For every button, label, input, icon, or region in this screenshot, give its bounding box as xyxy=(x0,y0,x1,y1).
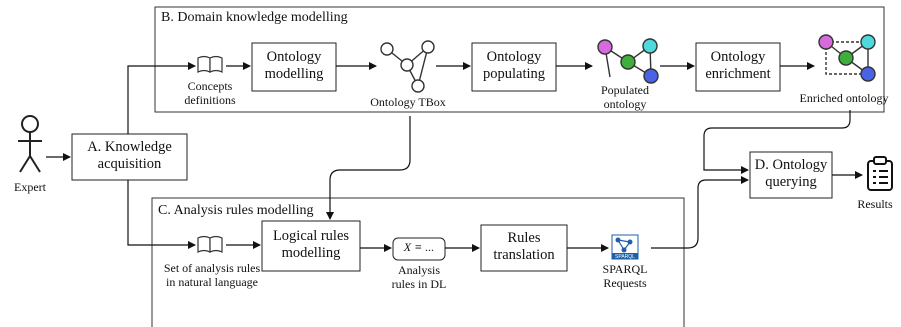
graph-icon xyxy=(380,40,435,93)
clipboard-icon xyxy=(867,156,893,191)
rules-translation-box xyxy=(480,224,568,272)
knowledge-acquisition-label: A. Knowledge acquisition xyxy=(87,139,172,172)
person-icon xyxy=(18,115,42,173)
ontology-populating-box xyxy=(471,42,557,92)
analysis-rules-natural-label: Set of analysis rules in natural languag… xyxy=(163,261,261,289)
ontology-modelling-label: Ontology modelling xyxy=(264,49,324,82)
sparql-logo-text: SPARQL xyxy=(615,254,635,260)
ontology-tbox-label: Ontology TBox xyxy=(370,95,446,109)
ontology-enrichment-box xyxy=(695,42,781,92)
logical-rules-modelling-box xyxy=(261,220,361,272)
expert-label: Expert xyxy=(14,180,46,194)
ontology-querying-box xyxy=(749,151,833,199)
sparql-requests-label: SPARQL Requests xyxy=(602,262,648,290)
connectors xyxy=(46,62,863,252)
concepts-definitions-label: Concepts definitions xyxy=(184,79,236,107)
logical-rules-modelling-label: Logical rules modelling xyxy=(272,228,350,261)
ontology-querying-label: D. Ontology querying xyxy=(754,157,828,190)
populated-graph-icon xyxy=(597,38,659,84)
ontology-modelling-box xyxy=(251,42,337,92)
book-icon xyxy=(197,55,223,73)
knowledge-acquisition-box xyxy=(71,133,188,181)
section-b-title: B. Domain knowledge modelling xyxy=(161,10,348,25)
analysis-rules-dl-label: Analysis rules in DL xyxy=(391,263,447,291)
ontology-enrichment-label: Ontology enrichment xyxy=(705,49,771,82)
populated-ontology-label: Populated ontology xyxy=(601,83,649,111)
section-c-title: C. Analysis rules modelling xyxy=(158,203,314,218)
section-b-frame xyxy=(154,6,885,113)
dl-formula-box xyxy=(392,237,446,261)
ontology-populating-label: Ontology populating xyxy=(482,49,546,82)
rules-translation-label: Rules translation xyxy=(493,230,555,263)
enriched-graph-icon xyxy=(818,34,876,82)
dl-formula-label: X ≡ ... xyxy=(403,240,435,254)
book-icon xyxy=(197,235,223,253)
enriched-ontology-label: Enriched ontology xyxy=(799,91,889,105)
sparql-logo-icon: SPARQL xyxy=(611,234,639,260)
section-c-frame xyxy=(151,197,685,327)
results-label: Results xyxy=(857,197,893,211)
